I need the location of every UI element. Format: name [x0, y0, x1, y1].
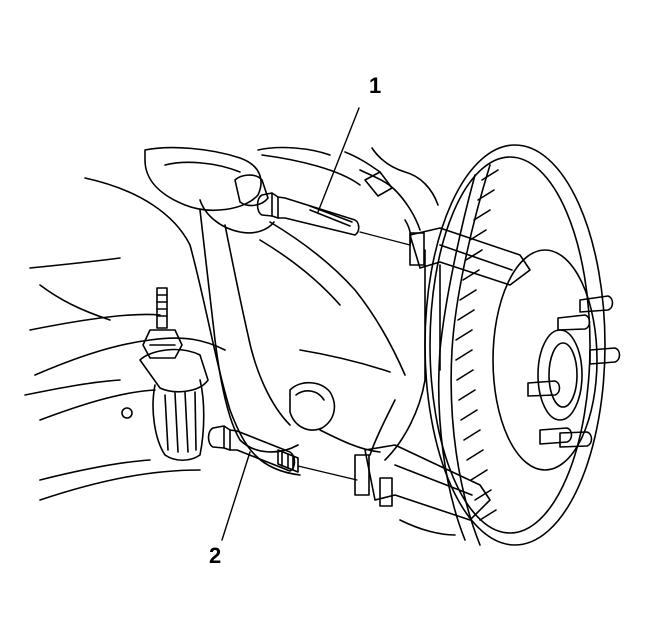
- ball-stud: [143, 288, 182, 358]
- lower-guide-pin: [209, 426, 358, 480]
- suspension-outline: [25, 178, 300, 500]
- upper-guide-pin: [258, 193, 411, 245]
- callout-2-leader: [222, 452, 250, 540]
- wheel-hub: [493, 250, 597, 470]
- callout-leaders: [222, 108, 359, 540]
- caliper-bracket: [355, 220, 530, 535]
- upper-control-arm: [145, 148, 360, 233]
- callout-1-leader: [318, 108, 359, 212]
- callout-1-label: 1: [369, 73, 382, 98]
- wheel-speed-sensor-harness: [345, 148, 438, 230]
- wheel-studs: [528, 296, 620, 447]
- callout-2-label: 2: [209, 543, 222, 568]
- lower-control-arm: [122, 350, 208, 461]
- brake-rotor: [425, 145, 605, 545]
- steering-knuckle: [200, 210, 405, 452]
